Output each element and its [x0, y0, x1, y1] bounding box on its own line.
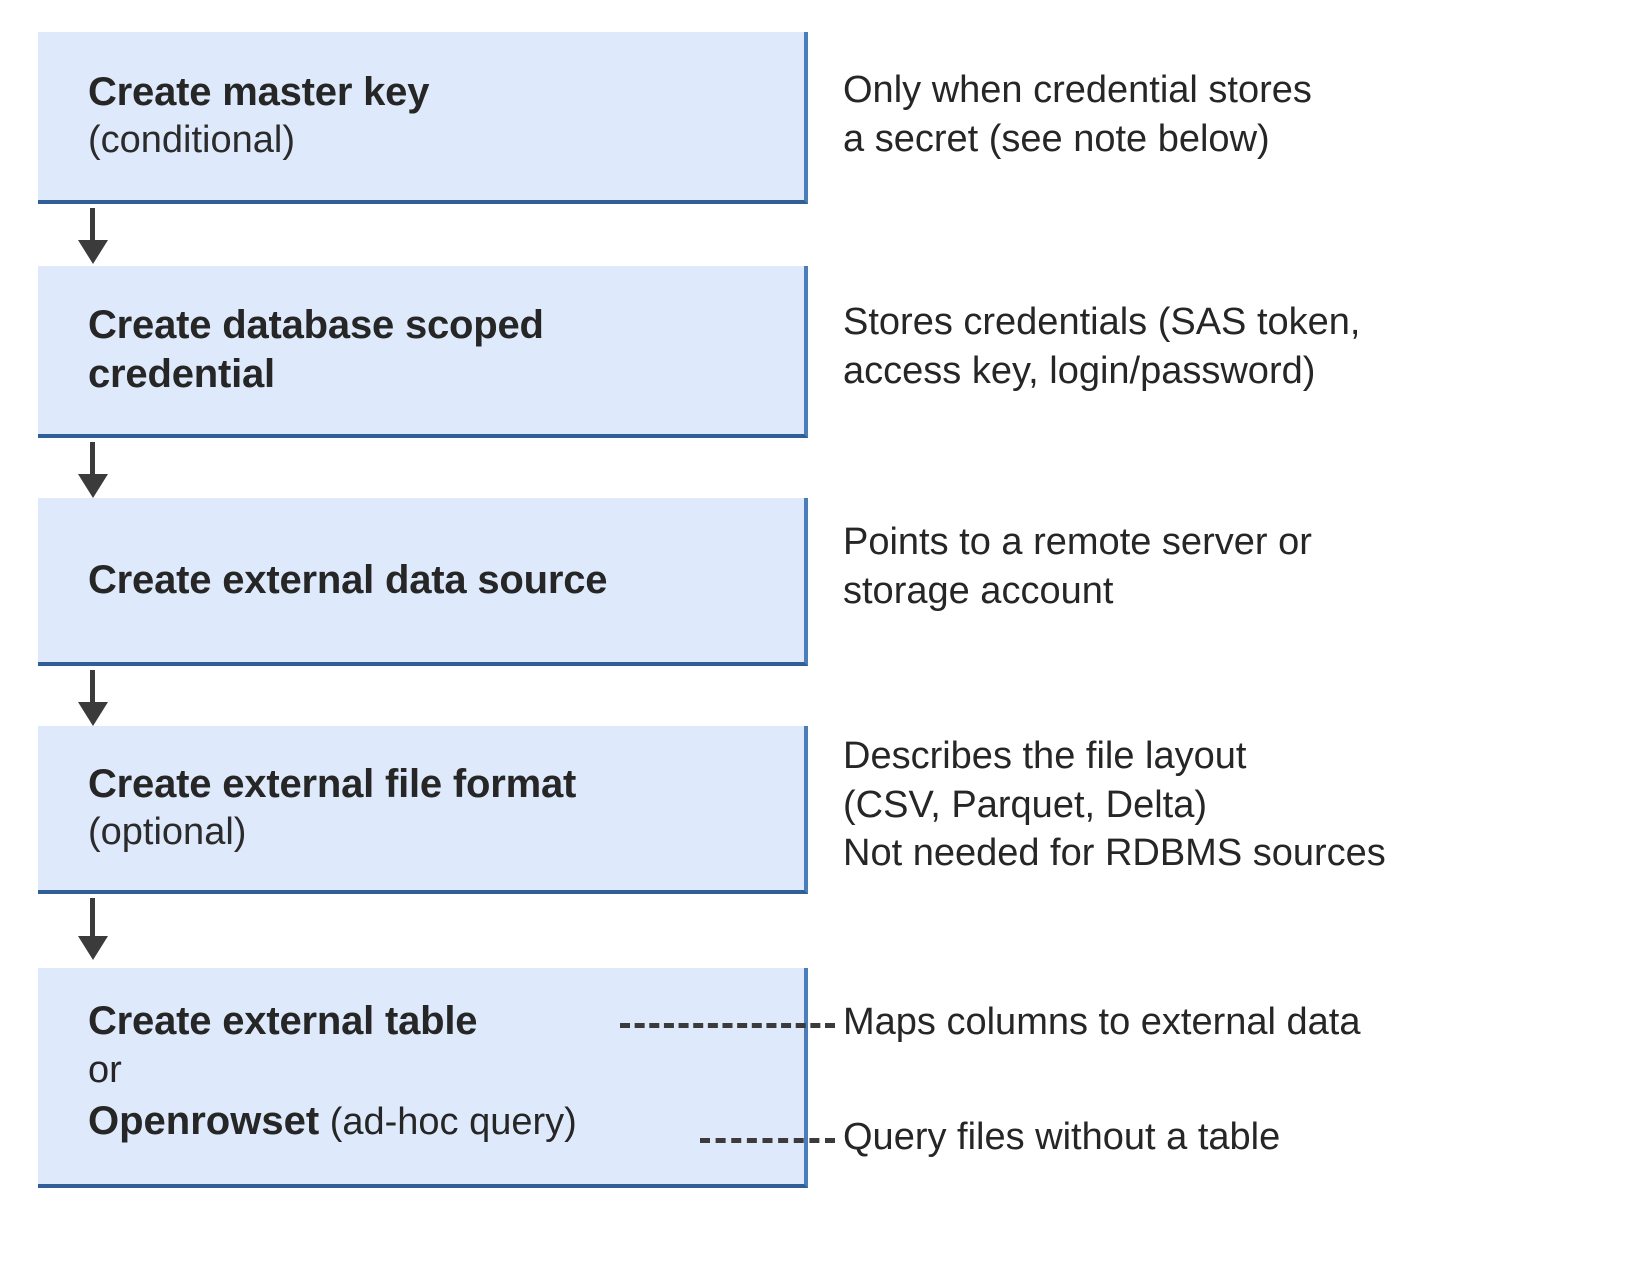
step-box-create-external-table-or-openrowset[interactable]: Create external table or Openrowset (ad-…	[38, 968, 808, 1188]
arrow-down-1	[78, 208, 108, 264]
final-step-openrowset-note: (ad-hoc query)	[319, 1100, 577, 1143]
step-title: Create database scoped credential	[88, 303, 544, 396]
final-step-or-label: or	[88, 1049, 122, 1091]
final-step-openrowset-bold: Openrowset	[88, 1098, 320, 1143]
step-subtitle: (optional)	[88, 811, 247, 854]
step-subtitle: (conditional)	[88, 119, 295, 162]
step-box-create-master-key[interactable]: Create master key (conditional)	[38, 32, 808, 204]
step-title: Create external file format	[88, 762, 577, 807]
step-box-create-database-scoped-credential[interactable]: Create database scoped credential	[38, 266, 808, 438]
final-step-title-external-table: Create external table	[88, 999, 478, 1043]
step-box-create-external-data-source[interactable]: Create external data source	[38, 498, 808, 666]
dashed-connector-openrowset	[700, 1138, 835, 1143]
annotation-external-table: Maps columns to external data	[843, 1001, 1361, 1043]
annotation-create-external-file-format: Describes the file layout (CSV, Parquet,…	[843, 735, 1386, 875]
annotation-create-external-data-source: Points to a remote server or storage acc…	[843, 521, 1312, 612]
arrow-down-4	[78, 898, 108, 964]
dashed-connector-external-table	[620, 1023, 835, 1028]
step-title: Create master key	[88, 70, 430, 115]
step-title: Create external data source	[88, 557, 608, 602]
final-step-title-openrowset: Openrowset (ad-hoc query)	[88, 1094, 804, 1148]
arrow-down-2	[78, 442, 108, 498]
arrow-down-3	[78, 670, 108, 726]
annotation-create-master-key: Only when credential stores a secret (se…	[843, 69, 1312, 160]
annotation-openrowset: Query files without a table	[843, 1116, 1281, 1158]
annotation-create-database-scoped-credential: Stores credentials (SAS token, access ke…	[843, 301, 1361, 392]
step-box-create-external-file-format[interactable]: Create external file format (optional)	[38, 726, 808, 894]
